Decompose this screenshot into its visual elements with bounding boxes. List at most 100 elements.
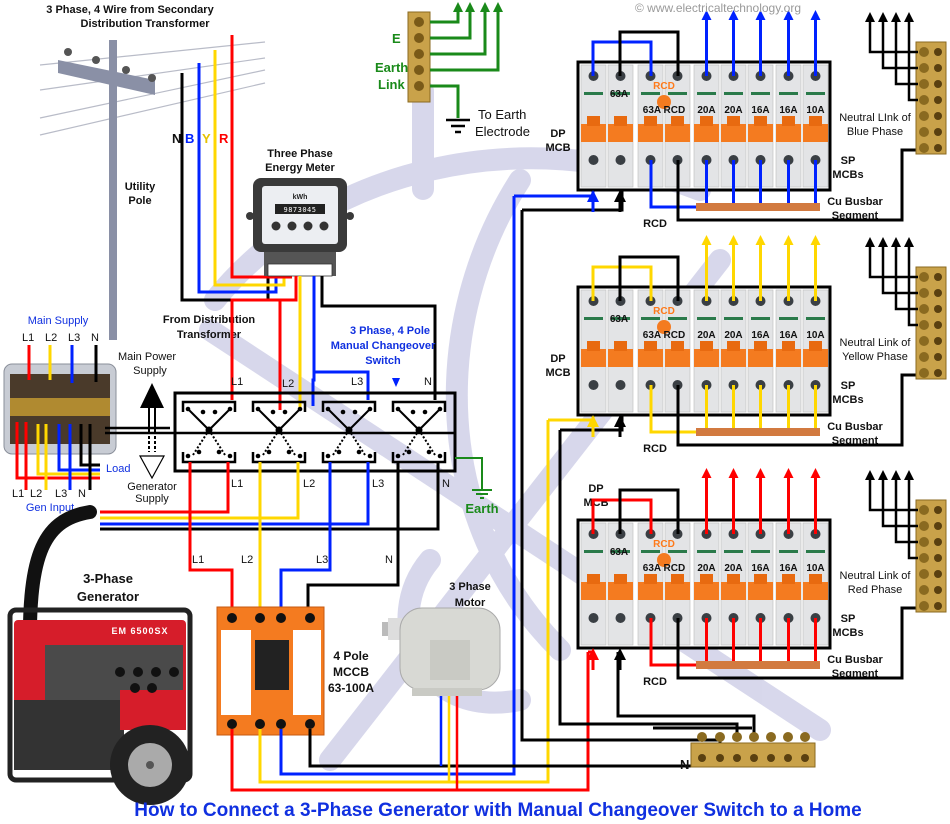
sp-mcb[interactable] — [693, 522, 720, 646]
sp-mcbs-label-line2: MCBs — [832, 627, 863, 639]
mccb-input-labels: L1 L2 L3 N — [192, 554, 393, 566]
circuit-out-arrow-icon — [810, 10, 821, 20]
cu-busbar — [696, 661, 820, 669]
rcd-tag: RCD — [653, 539, 675, 550]
sp-mcb-rating: 20A — [697, 105, 715, 116]
sp-mcb-rating: 16A — [779, 330, 797, 341]
phase-in-arrow-icon — [587, 648, 599, 660]
consumer-unit-wiring — [591, 476, 920, 680]
electrode-label-line1: To Earth — [478, 107, 526, 122]
wire-letter-r: R — [219, 131, 229, 146]
motor-wires — [439, 696, 459, 790]
wire-letter-b: B — [185, 131, 194, 146]
cu-busbar — [696, 428, 820, 436]
earth-link-e: E — [392, 31, 401, 46]
meter-reading: 9873045 — [283, 206, 316, 214]
changeover-pole-l1[interactable] — [181, 400, 237, 464]
dp-mcb-pole[interactable] — [607, 522, 634, 646]
sp-mcb-rating: 20A — [724, 330, 742, 341]
changeover-label-line3: Switch — [365, 355, 401, 367]
utility-pole — [39, 40, 266, 340]
consumer-unit-wiring — [591, 243, 920, 447]
dp-mcb-label-line1: DP — [588, 483, 603, 495]
circuit-out-arrow-icon — [783, 10, 794, 20]
pole-label-line1: Utility — [125, 181, 156, 193]
changeover-photo-terminals-bottom: L1 L2 L3 N — [12, 488, 86, 500]
circuit-out-arrow-icon — [728, 10, 739, 20]
switch-to-mccb-wires — [188, 462, 400, 610]
sp-mcb[interactable] — [720, 64, 747, 188]
neutral-link-label-line2: Red Phase — [848, 584, 902, 596]
dp-mcb-pole[interactable] — [607, 64, 634, 188]
consumer-unit-wiring — [591, 18, 920, 222]
neutral-out-arrow-icon — [904, 237, 914, 247]
neutral-out-arrow-icon — [865, 237, 875, 247]
sp-mcb-rating: 16A — [751, 563, 769, 574]
electrode-label-line2: Electrode — [475, 124, 530, 139]
earth-wires — [430, 8, 500, 118]
neutral-link-label-line2: Yellow Phase — [842, 351, 908, 363]
neutral-link-label-line2: Blue Phase — [847, 126, 903, 138]
gen-input-label: Gen Input — [26, 502, 74, 514]
neutral-bar-label: N — [680, 757, 689, 772]
supply-wires — [180, 35, 292, 302]
rcd-test-button[interactable] — [657, 320, 671, 334]
phase-in-arrow-icon — [587, 190, 599, 202]
sp-mcb-rating: 16A — [779, 563, 797, 574]
main-power-label-line1: Main Power — [118, 351, 176, 363]
switch-earth-label: Earth — [465, 501, 498, 516]
photo-wires — [15, 345, 100, 490]
rcd-test-button[interactable] — [657, 95, 671, 109]
from-transformer-line2: Transformer — [177, 329, 242, 341]
changeover-label-line2: Manual Changeover — [331, 340, 436, 352]
mccb-4-pole[interactable] — [216, 606, 325, 736]
neutral-out-arrow-icon — [891, 470, 901, 480]
sp-mcbs-label-line2: MCBs — [832, 169, 863, 181]
motor-label-line2: Motor — [455, 597, 486, 609]
changeover-switch-photo — [3, 363, 117, 455]
circuit-out-arrow-icon — [755, 468, 766, 478]
mccb-in-l1: L1 — [192, 554, 204, 566]
main-supply-arrow-icon — [140, 383, 164, 432]
dp-mcb-pole[interactable] — [580, 522, 607, 646]
earth-link-label-line1: Earth — [375, 60, 408, 75]
neutral-link-busbar — [915, 41, 947, 155]
generator-label-line2: Generator — [77, 589, 139, 604]
neutral-out-arrow-icon — [865, 12, 875, 22]
dp-mcb-pole[interactable] — [607, 289, 634, 413]
mccb-in-l2: L2 — [241, 554, 253, 566]
cos-bottom-l3: L3 — [372, 478, 384, 490]
sp-mcbs-label-line2: MCBs — [832, 394, 863, 406]
neutral-busbar — [690, 732, 816, 768]
rcd-rating: 63A RCD — [643, 105, 685, 116]
dp-rating: 63A — [610, 547, 628, 558]
sp-mcb-rating: 20A — [724, 563, 742, 574]
neutral-out-arrow-icon — [878, 470, 888, 480]
earth-symbol-icon — [472, 489, 492, 499]
neutral-in-arrow-icon — [614, 648, 626, 660]
main-power-label-line2: Supply — [133, 365, 167, 377]
generator-label-line1: 3-Phase — [83, 571, 133, 586]
photo-bottom-l3: L3 — [55, 488, 67, 500]
rcd-tag: RCD — [653, 306, 675, 317]
gen-supply-label-line2: Supply — [135, 493, 169, 505]
dp-rating: 63A — [610, 89, 628, 100]
changeover-top-terminal-labels: L1 L2 L3 N — [231, 376, 432, 390]
neutral-out-arrow-icon — [878, 237, 888, 247]
neutral-link-busbar — [915, 266, 947, 380]
earth-link-busbar — [407, 11, 431, 103]
circuit-out-arrow-icon — [755, 235, 766, 245]
sp-mcb-rating: 10A — [806, 563, 824, 574]
watermark-text: © www.electricaltechnology.org — [635, 1, 801, 15]
changeover-pole-l2[interactable] — [251, 400, 307, 464]
circuit-out-arrow-icon — [755, 10, 766, 20]
dp-mcb-pole[interactable] — [580, 289, 607, 413]
dp-mcb-pole[interactable] — [580, 64, 607, 188]
cos-bottom-n: N — [442, 478, 450, 490]
cu-busbar — [696, 203, 820, 211]
changeover-photo-terminals-top: L1 L2 L3 N — [22, 332, 99, 344]
rcd-test-button[interactable] — [657, 553, 671, 567]
earth-link-label-line2: Link — [378, 77, 405, 92]
generator-model: EM 6500SX — [111, 626, 168, 636]
